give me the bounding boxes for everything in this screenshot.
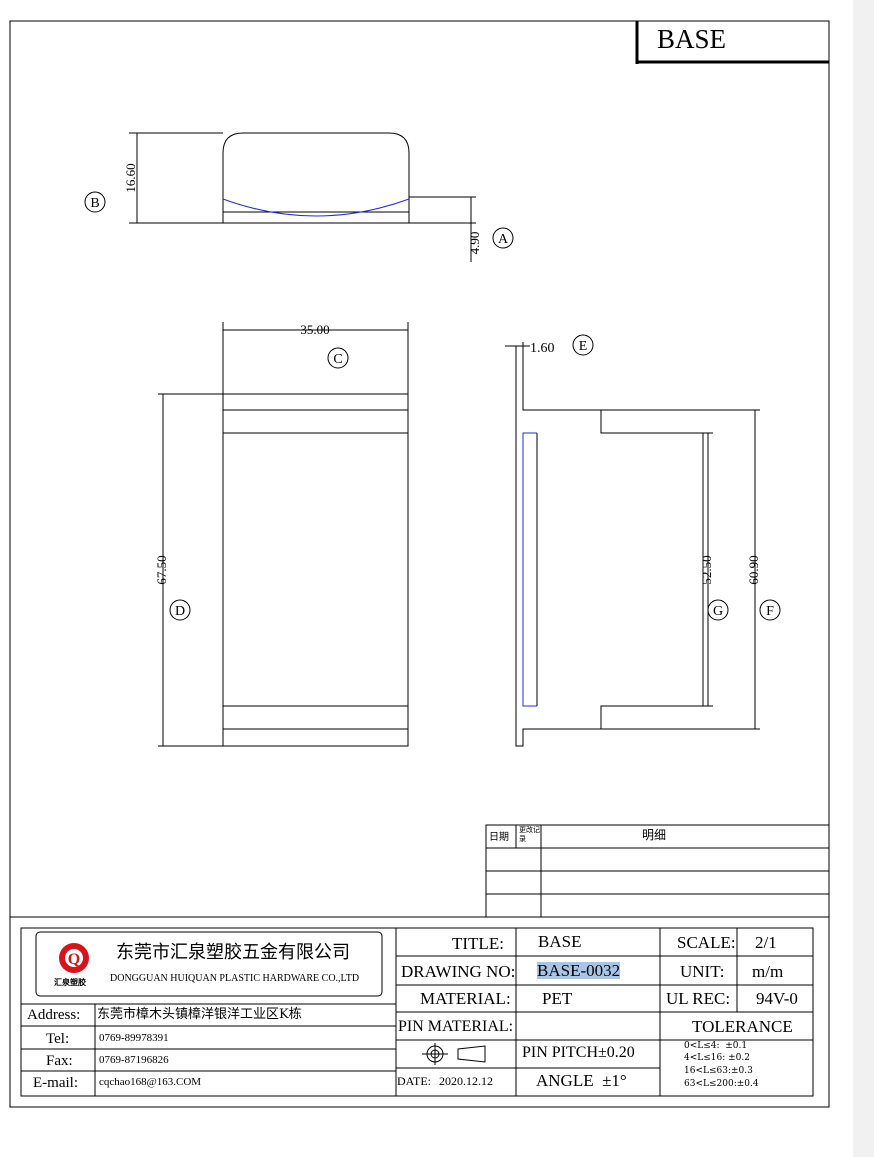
unit-value: m/m xyxy=(752,962,784,981)
title-label: TITLE: xyxy=(452,934,504,953)
scale-value: 2/1 xyxy=(755,933,777,952)
svg-text:A: A xyxy=(498,232,509,247)
scale-label: SCALE: xyxy=(677,933,736,952)
drawing-no-value: BASE-0032 xyxy=(537,961,621,980)
revision-date-header: 日期 xyxy=(489,832,509,843)
logo-caption: 汇泉塑胶 xyxy=(54,977,86,987)
tolerance-row: 63<L≤200:±0.4 xyxy=(684,1079,759,1089)
callout-f: F xyxy=(759,599,781,621)
date-value: 2020.12.12 xyxy=(439,1074,493,1088)
tolerance-row: 16<L≤63:±0.3 xyxy=(684,1066,753,1076)
fax-label: Fax: xyxy=(46,1053,73,1069)
side-view xyxy=(505,342,760,747)
email-label: E-mail: xyxy=(33,1075,78,1091)
corner-title: BASE xyxy=(657,24,726,54)
callout-c: C xyxy=(327,347,349,369)
svg-text:E: E xyxy=(579,339,588,354)
company-name-cn: 东莞市汇泉塑胶五金有限公司 xyxy=(116,942,350,963)
ul-rec-label: UL REC: xyxy=(666,989,731,1008)
address-value: 东莞市樟木头镇樟洋银洋工业区K栋 xyxy=(97,1007,302,1022)
projection-symbol-icon xyxy=(422,1043,486,1065)
svg-text:C: C xyxy=(333,352,342,367)
pin-pitch: PIN PITCH±0.20 xyxy=(522,1044,635,1061)
company-logo-icon: Q xyxy=(59,943,89,973)
svg-text:F: F xyxy=(766,604,774,619)
unit-label: UNIT: xyxy=(680,962,725,981)
dim-g-text: 52.50 xyxy=(699,555,714,584)
svg-text:Q: Q xyxy=(68,951,80,968)
callout-a: A xyxy=(492,227,514,249)
revision-detail-header: 明细 xyxy=(642,828,667,842)
top-view xyxy=(129,132,476,262)
dim-e-text: 1.60 xyxy=(530,341,555,356)
address-label: Address: xyxy=(27,1007,81,1023)
pin-material-label: PIN MATERIAL: xyxy=(398,1018,514,1035)
svg-text:G: G xyxy=(713,604,723,619)
title-value: BASE xyxy=(538,932,582,951)
callout-e: E xyxy=(572,334,594,356)
vertical-scrollbar[interactable] xyxy=(853,0,874,1157)
callout-g: G xyxy=(707,599,729,621)
dim-a-text: 4.90 xyxy=(467,232,482,255)
tolerance-row: 0<L≤4: ±0.1 xyxy=(684,1041,748,1051)
material-label: MATERIAL: xyxy=(420,989,511,1008)
corner-title-box: BASE xyxy=(635,21,830,64)
callout-b: B xyxy=(84,191,106,213)
tel-label: Tel: xyxy=(46,1031,70,1047)
sheet-border xyxy=(9,20,830,1108)
revision-change-header: 更改记录 xyxy=(519,826,540,843)
svg-text:B: B xyxy=(90,196,99,211)
svg-text:D: D xyxy=(175,604,185,619)
dim-d-text: 67.50 xyxy=(154,555,169,584)
email-value: cqchao168@163.COM xyxy=(99,1076,202,1088)
angle-tolerance: ANGLE ±1° xyxy=(536,1071,627,1090)
drawing-no-label: DRAWING NO: xyxy=(401,962,516,981)
material-value: PET xyxy=(542,989,573,1008)
callout-d: D xyxy=(169,599,191,621)
dim-c-text: 35.00 xyxy=(300,322,329,337)
dim-f-text: 60.90 xyxy=(746,555,761,584)
ul-rec-value: 94V-0 xyxy=(756,989,798,1008)
tel-value: 0769-89978391 xyxy=(99,1032,169,1044)
company-name-en: DONGGUAN HUIQUAN PLASTIC HARDWARE CO.,LT… xyxy=(110,973,360,984)
front-view xyxy=(158,322,409,747)
tolerance-row: 4<L≤16: ±0.2 xyxy=(684,1053,750,1063)
fax-value: 0769-87196826 xyxy=(99,1054,169,1066)
dim-b-text: 16.60 xyxy=(123,163,138,192)
tolerance-label: TOLERANCE xyxy=(692,1017,793,1036)
date-label: DATE: xyxy=(397,1074,431,1088)
title-block xyxy=(10,916,829,1097)
